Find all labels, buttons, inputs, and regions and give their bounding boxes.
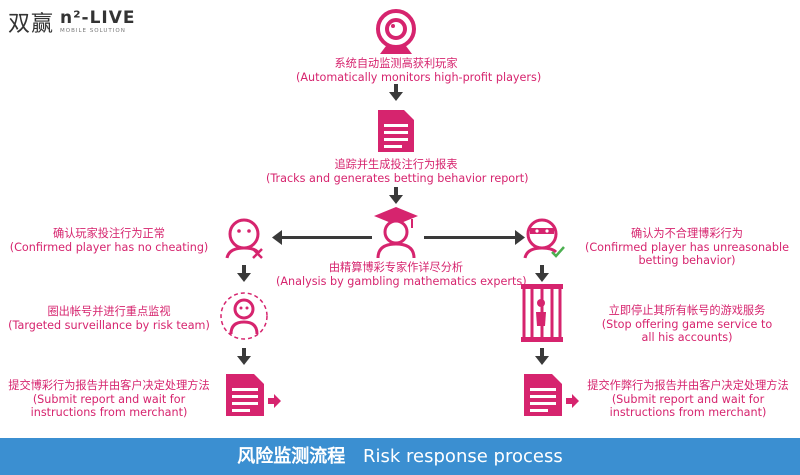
abnormal-en1: (Confirmed player has unreasonable [584, 240, 790, 254]
report-left-en1: (Submit report and wait for [32, 392, 186, 406]
arrow-down-right-1 [535, 265, 549, 282]
normal-en: (Confirmed player has no cheating) [9, 240, 209, 254]
expert-icon [374, 207, 418, 259]
logo-english: n²-LIVE [60, 8, 136, 28]
report-icon [378, 110, 414, 152]
surveil-caption: 圈出帐号并进行重点监视 (Targeted surveillance by ri… [2, 305, 216, 332]
analysis-cn: 由精算博彩专家作详尽分析 [328, 261, 464, 274]
abnormal-en2: betting behavior) [638, 254, 736, 267]
report-right-cn: 提交作弊行为报告并由客户决定处理方法 [587, 379, 789, 392]
logo-chinese: 双赢 [8, 12, 55, 37]
arrow-down-left-2 [237, 348, 251, 365]
monitor-cn: 系统自动监测高获利玩家 [334, 57, 458, 70]
normal-cn: 确认玩家投注行为正常 [53, 227, 165, 240]
arrow-left [272, 230, 372, 245]
report-left-cn: 提交博彩行为报告并由客户决定处理方法 [8, 379, 210, 392]
stop-caption: 立即停止其所有帐号的游戏服务 (Stop offering game servi… [580, 304, 794, 345]
analysis-caption: 由精算博彩专家作详尽分析 (Analysis by gambling mathe… [276, 261, 527, 288]
report-left-en2: instructions from merchant) [30, 406, 188, 419]
arrow-down-1 [389, 84, 403, 101]
cheater-icon [523, 218, 565, 259]
report-left-icon [226, 374, 281, 416]
report-left-caption: 提交博彩行为报告并由客户决定处理方法 (Submit report and wa… [0, 379, 218, 420]
arrow-down-left-1 [237, 265, 251, 282]
arrow-down-right-2 [535, 348, 549, 365]
surveillance-icon [220, 292, 268, 340]
monitor-caption: 系统自动监测高获利玩家 (Automatically monitors high… [296, 57, 542, 84]
report-right-icon [524, 374, 579, 416]
track-en: (Tracks and generates betting behavior r… [266, 171, 529, 185]
webcam-icon [376, 9, 416, 54]
analysis-en: (Analysis by gambling mathematics expert… [276, 274, 527, 288]
surveil-cn: 圈出帐号并进行重点监视 [47, 305, 171, 318]
stop-en2: all his accounts) [641, 331, 733, 344]
track-caption: 追踪并生成投注行为报表 (Tracks and generates bettin… [266, 158, 529, 185]
footer-title-cn: 风险监测流程 [237, 446, 346, 467]
footer-title-en: Risk response process [363, 446, 563, 467]
abnormal-caption: 确认为不合理博彩行为 (Confirmed player has unreaso… [580, 227, 794, 268]
track-cn: 追踪并生成投注行为报表 [334, 158, 458, 171]
logo-subtitle: MOBILE SOLUTION [60, 28, 126, 34]
report-right-caption: 提交作弊行为报告并由客户决定处理方法 (Submit report and wa… [578, 379, 798, 420]
normal-caption: 确认玩家投注行为正常 (Confirmed player has no chea… [2, 227, 216, 254]
report-right-en2: instructions from merchant) [609, 406, 767, 419]
report-right-en1: (Submit report and wait for [611, 392, 765, 406]
surveil-en: (Targeted surveillance by risk team) [8, 318, 210, 332]
stop-cn: 立即停止其所有帐号的游戏服务 [608, 304, 766, 317]
monitor-en: (Automatically monitors high-profit play… [296, 70, 542, 84]
normal-player-icon [225, 218, 263, 259]
arrow-right [424, 230, 525, 245]
arrow-down-2 [389, 187, 403, 204]
stop-en1: (Stop offering game service to [601, 317, 773, 331]
jail-icon [521, 284, 563, 342]
footer-bar: 风险监测流程 Risk response process [0, 438, 800, 475]
abnormal-cn: 确认为不合理博彩行为 [631, 227, 743, 240]
